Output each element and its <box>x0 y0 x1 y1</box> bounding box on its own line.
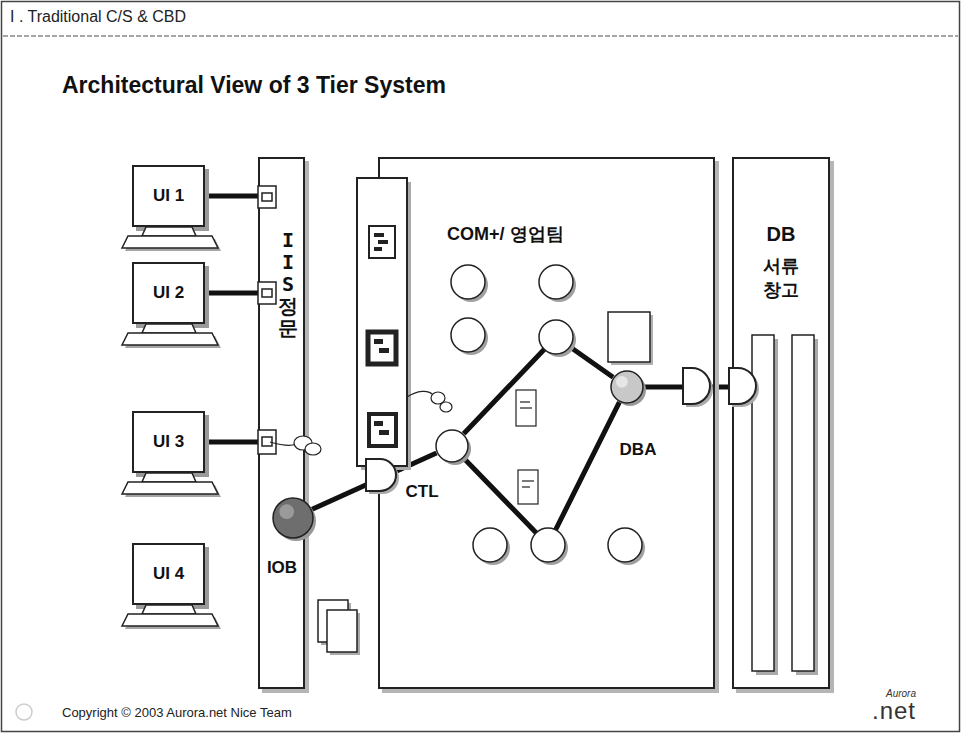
io-object: IOB <box>272 497 314 539</box>
component-server-panel: COM+/ 영업팀 CTL DBA <box>378 157 715 689</box>
square-object <box>608 312 653 365</box>
screen-label: UI 4 <box>153 564 184 584</box>
object-circle <box>610 370 644 404</box>
component-circle <box>451 265 645 565</box>
object-label: IOB <box>267 558 297 578</box>
copyright-note: Copyright © 2003 Aurora.net Nice Team <box>62 705 292 720</box>
screen-label: UI 3 <box>153 432 184 452</box>
object-body <box>436 430 468 462</box>
slide-title: Architectural View of 3 Tier System <box>62 72 446 99</box>
object-highlight <box>616 376 628 388</box>
control-object: CTL <box>435 429 469 463</box>
document-icon <box>318 600 360 655</box>
monitor-stand <box>122 169 221 629</box>
screen-label: UI 1 <box>153 186 184 206</box>
db-access-object: DBA <box>610 370 644 404</box>
object-highlight <box>279 504 294 519</box>
footer-logo-mark <box>16 704 32 720</box>
storage-bar <box>752 335 818 675</box>
interface-connector <box>366 368 759 494</box>
object-label: CTL <box>405 482 438 502</box>
panel-heading: DB <box>767 223 796 246</box>
client-screen: UI 3 <box>132 411 205 473</box>
object-circle <box>272 497 314 539</box>
object-circle <box>435 429 469 463</box>
client-screen: UI 1 <box>132 165 205 227</box>
object-body <box>611 371 643 403</box>
web-gate-panel: IIS정문 IOB <box>258 157 305 689</box>
connector-line <box>205 440 258 445</box>
connector-line <box>464 402 620 545</box>
object-label: DBA <box>620 440 657 460</box>
object-highlight <box>441 435 453 447</box>
header-rule <box>3 35 958 37</box>
object-body <box>273 498 313 538</box>
panel-subheading: 서류 창고 <box>763 254 799 303</box>
small-document <box>516 390 538 504</box>
vertical-label: IIS정문 <box>278 229 298 339</box>
screen-label: UI 2 <box>153 283 184 303</box>
database-panel: DB 서류 창고 <box>732 157 830 689</box>
client-screen: UI 2 <box>132 262 205 324</box>
connector-line <box>205 291 258 296</box>
logo-text: .net <box>872 697 916 725</box>
message-path <box>270 391 452 455</box>
panel-heading: COM+/ 영업팀 <box>447 222 564 246</box>
gate-port <box>258 186 276 454</box>
connector-line <box>205 194 258 199</box>
section-header: I . Traditional C/S & CBD <box>10 8 186 26</box>
component-icon <box>368 226 396 446</box>
connector-line <box>464 337 613 434</box>
client-screen: UI 4 <box>132 543 205 605</box>
component-panel <box>357 178 411 470</box>
